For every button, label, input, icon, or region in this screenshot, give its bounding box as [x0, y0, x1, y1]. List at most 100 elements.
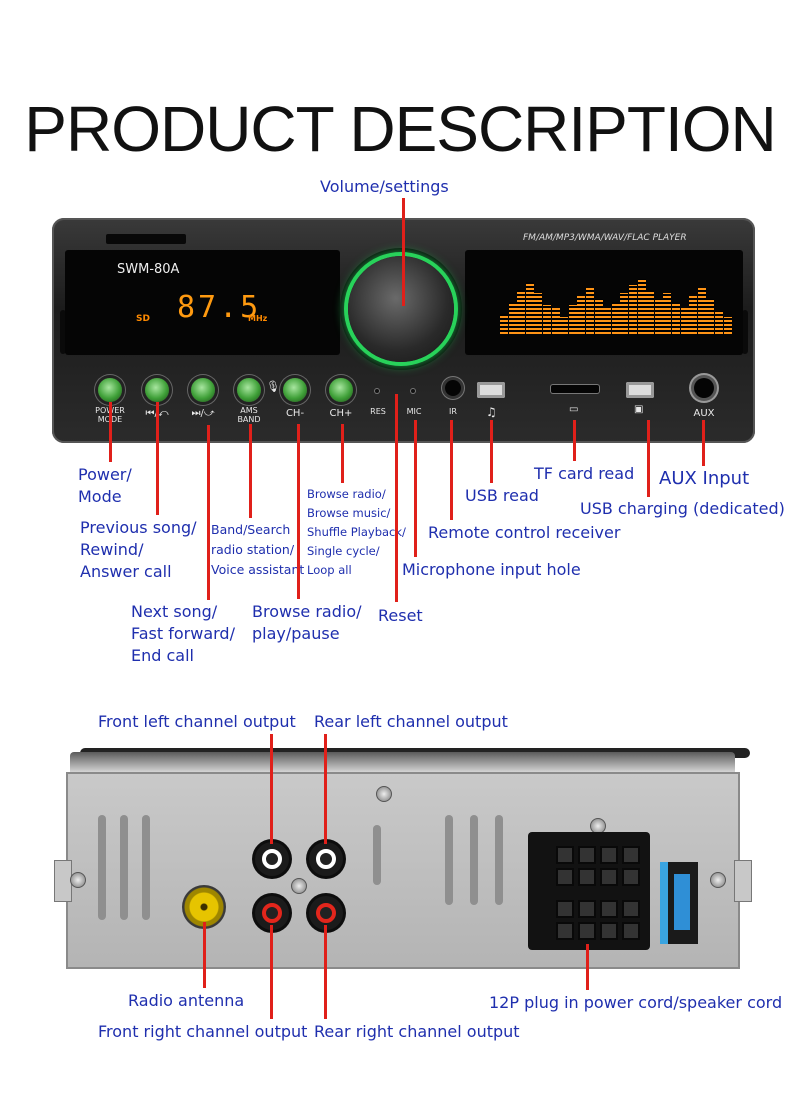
equalizer-bar — [543, 305, 551, 334]
equalizer-bar — [551, 308, 560, 334]
front-right-rca-jack[interactable] — [255, 896, 289, 930]
equalizer-bar — [723, 317, 732, 334]
ams-band-label: AMS BAND — [237, 406, 261, 424]
equalizer-bar — [517, 290, 526, 334]
equalizer-bar — [577, 296, 586, 334]
label-microphone: Microphone input hole — [402, 560, 581, 579]
leader-power — [109, 402, 112, 462]
prev-button[interactable] — [145, 378, 169, 402]
sd-card-icon: ▭ — [569, 404, 579, 415]
equalizer-bar — [706, 299, 715, 334]
model-label: SWM-80A — [117, 262, 180, 277]
equalizer-bar — [500, 314, 508, 334]
label-reset: Reset — [378, 606, 423, 625]
connector-pin — [622, 900, 640, 918]
fuse-holder — [660, 862, 698, 944]
ams-band-button[interactable] — [237, 378, 261, 402]
equalizer-bar — [568, 305, 577, 334]
mic-label: MIC — [406, 407, 422, 416]
ch-minus-button[interactable] — [283, 378, 307, 402]
sd-indicator: SD — [136, 314, 150, 324]
formats-label: FM/AM/MP3/WMA/WAV/FLAC PLAYER — [523, 233, 687, 243]
connector-pin — [622, 846, 640, 864]
connector-pin — [600, 922, 618, 940]
leader-browse-play — [297, 424, 300, 599]
leader-12p-plug — [586, 944, 589, 990]
leader-antenna — [203, 922, 206, 988]
equalizer-bar — [525, 282, 534, 334]
equalizer-bar — [586, 288, 594, 334]
vent-slot — [142, 815, 150, 920]
leader-usb-charge — [647, 420, 650, 497]
label-remote-receiver: Remote control receiver — [428, 523, 621, 542]
leader-usb-read — [490, 420, 493, 483]
aux-label: AUX — [693, 408, 715, 419]
screw-icon — [710, 872, 726, 888]
screw-icon — [70, 872, 86, 888]
tf-card-slot[interactable] — [551, 385, 599, 393]
front-left-rca-jack[interactable] — [255, 842, 289, 876]
vent-slot — [373, 825, 381, 885]
equalizer-bar — [603, 308, 612, 334]
vent-slot — [470, 815, 478, 905]
reset-hole[interactable] — [375, 389, 379, 393]
ir-receiver — [445, 380, 461, 396]
label-usb-read: USB read — [465, 486, 539, 505]
next-label: ⏭/⤻ — [191, 408, 215, 419]
radio-antenna-jack[interactable] — [182, 885, 226, 929]
usb-read-port[interactable] — [477, 382, 505, 398]
label-volume-settings: Volume/settings — [320, 177, 449, 196]
leader-volume — [402, 198, 405, 306]
equalizer-bar — [620, 293, 629, 334]
leader-browse-loop — [341, 424, 344, 483]
card-slot — [106, 234, 186, 244]
volume-knob[interactable] — [348, 256, 454, 362]
connector-pin — [578, 900, 596, 918]
leader-rear-left — [324, 734, 327, 844]
label-next-song: Next song/ Fast forward/ End call — [131, 602, 235, 665]
connector-pin — [600, 868, 618, 886]
screw-icon — [376, 786, 392, 802]
next-button[interactable] — [191, 378, 215, 402]
leader-mic — [414, 420, 417, 557]
usb-charge-port[interactable] — [626, 382, 654, 398]
screw-icon — [291, 878, 307, 894]
rear-left-rca-jack[interactable] — [309, 842, 343, 876]
fuse — [674, 874, 690, 930]
label-aux-input: AUX Input — [659, 468, 750, 489]
leader-front-left — [270, 734, 273, 844]
leader-tf — [573, 420, 576, 461]
leader-prev — [156, 402, 159, 515]
power-mode-button[interactable] — [98, 378, 122, 402]
connector-pin — [556, 846, 574, 864]
label-radio-antenna: Radio antenna — [128, 991, 245, 1010]
label-usb-charging: USB charging (dedicated) — [580, 499, 785, 518]
equalizer-bar — [560, 317, 569, 334]
leader-reset — [395, 394, 398, 602]
side-grip-left — [60, 310, 66, 354]
vent-slot — [495, 815, 503, 905]
equalizer-bar — [672, 302, 680, 334]
label-power-mode: Power/ Mode — [78, 465, 132, 506]
rear-right-rca-jack[interactable] — [309, 896, 343, 930]
ch-plus-button[interactable] — [329, 378, 353, 402]
label-previous-song: Previous song/ Rewind/ Answer call — [80, 518, 197, 581]
equalizer-bar — [637, 279, 646, 334]
battery-icon: ▣ — [634, 404, 644, 415]
right-bracket — [734, 860, 752, 902]
equalizer-bar — [654, 299, 663, 334]
leader-remote — [450, 420, 453, 520]
connector-pin — [556, 900, 574, 918]
aux-jack[interactable] — [694, 378, 714, 398]
connector-pin — [556, 868, 574, 886]
connector-pin — [578, 846, 596, 864]
vent-slot — [98, 815, 106, 920]
equalizer-bar — [594, 299, 603, 334]
label-rear-right: Rear right channel output — [314, 1022, 520, 1041]
microphone-icon: 🎙 — [266, 380, 280, 393]
frequency-unit: MHz — [248, 314, 268, 323]
leader-rear-right — [324, 925, 327, 1019]
equalizer-bar — [508, 302, 517, 334]
label-tf-card: TF card read — [534, 464, 635, 483]
ch-minus-label: CH- — [285, 408, 305, 419]
